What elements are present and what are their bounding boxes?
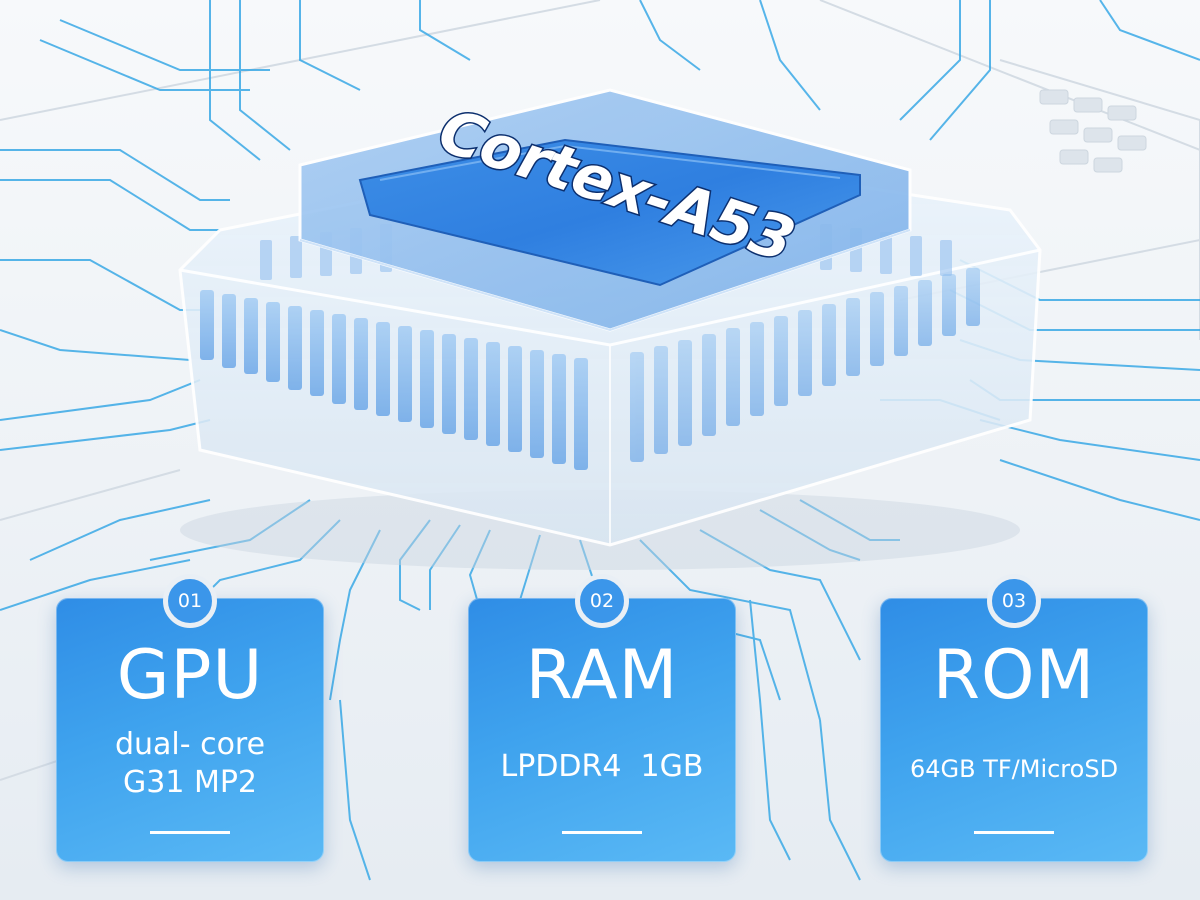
spec-number-badge: 02 bbox=[575, 574, 629, 628]
spec-detail-line: 64GB TF/MicroSD bbox=[909, 755, 1119, 783]
spec-title: ROM bbox=[932, 636, 1096, 715]
spec-divider bbox=[562, 831, 642, 834]
spec-card-rom: 03 ROM 64GB TF/MicroSD bbox=[880, 574, 1148, 862]
spec-number-badge: 03 bbox=[987, 574, 1041, 628]
spec-title: GPU bbox=[116, 636, 264, 715]
spec-detail-line: LPDDR4 1GB bbox=[500, 749, 704, 784]
spec-divider bbox=[150, 831, 230, 834]
spec-card-gpu: 01 GPU dual- core G31 MP2 bbox=[56, 574, 324, 862]
spec-detail-line: dual- core bbox=[114, 727, 266, 762]
spec-number-badge: 01 bbox=[163, 574, 217, 628]
spec-card-ram: 02 RAM LPDDR4 1GB bbox=[468, 574, 736, 862]
spec-title: RAM bbox=[525, 636, 679, 715]
spec-detail-line: G31 MP2 bbox=[122, 765, 258, 800]
spec-divider bbox=[974, 831, 1054, 834]
